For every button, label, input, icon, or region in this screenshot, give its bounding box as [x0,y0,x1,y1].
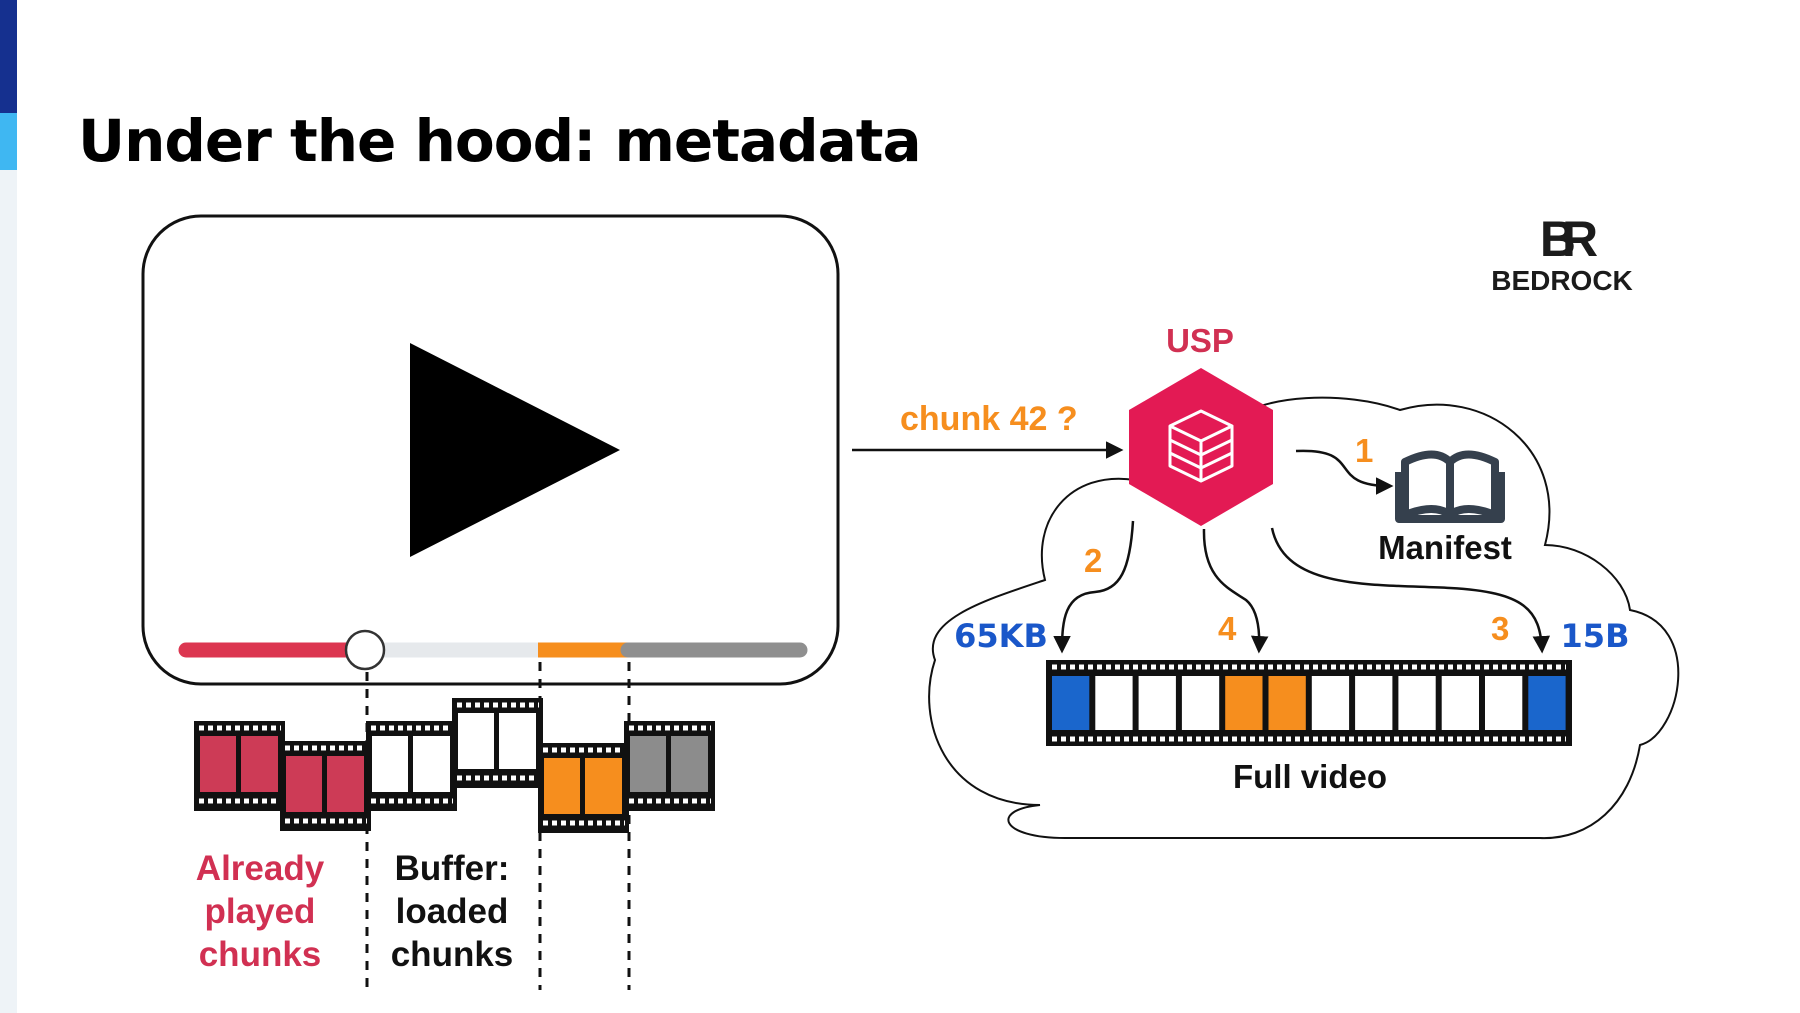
video-frame-empty [1485,676,1523,730]
video-frame-empty [1311,676,1350,730]
server-cloud [928,396,1680,840]
manifest-label: Manifest [1378,529,1512,566]
logo-name: BEDROCK [1491,265,1633,296]
already-played-label: Already played chunks [196,849,325,974]
already-played-line-2: played [205,892,316,931]
video-frame-empty [1355,676,1393,730]
video-frame-empty [1441,676,1479,730]
film-chunk-unloaded [624,721,715,811]
side-strip-dark-segment [0,0,17,113]
step-2-number: 2 [1084,542,1102,579]
arrow-step-1 [1295,449,1394,495]
film-chunk-requested [538,743,629,833]
size-right-label: 15B [1561,617,1630,655]
step-3-number: 3 [1491,610,1509,647]
video-frames [1052,676,1566,730]
step-4-number: 4 [1218,610,1237,647]
video-frame-empty [1398,676,1436,730]
arrow-step-2 [1053,520,1135,654]
video-frame-requested [1268,676,1306,730]
usp-arrows [1053,449,1551,654]
step-numbers: 1 2 3 4 [1084,432,1509,647]
video-frame-metadata [1052,676,1090,730]
full-video-label: Full video [1233,758,1387,795]
request-label: chunk 42 ? [900,400,1078,438]
film-chunk-buffer-2 [452,698,543,788]
layers-icon [1168,409,1234,483]
film-chunk-buffer-1 [366,721,457,811]
side-strip-light-segment [0,113,17,170]
manifest[interactable]: Manifest [1378,450,1512,567]
buffer-line-2: loaded [396,892,509,931]
video-frame-empty [1181,676,1220,730]
arrow-step-4 [1202,528,1269,654]
video-frame-requested [1225,676,1263,730]
progress-scrubber-handle[interactable] [344,629,386,671]
film-chunk-played-2 [280,741,371,831]
video-frame-empty [1138,676,1176,730]
video-frame-empty [1095,676,1133,730]
progress-bar[interactable] [178,629,808,671]
full-video-strip[interactable] [1046,660,1572,746]
arrow-step-3 [1270,527,1551,654]
video-player[interactable] [141,214,840,686]
buffer-label: Buffer: loaded chunks [391,849,514,974]
usp-server[interactable]: USP [1129,322,1273,526]
already-played-line-1: Already [196,849,325,888]
already-played-line-3: chunks [199,935,322,974]
book-icon [1395,450,1505,523]
slide-side-strip [0,0,17,1013]
play-icon[interactable] [410,343,620,557]
step-1-number: 1 [1355,432,1373,469]
slide-title: Under the hood: metadata [78,107,922,175]
usp-label: USP [1166,322,1234,359]
buffer-line-1: Buffer: [395,849,510,888]
buffer-line-3: chunks [391,935,514,974]
film-chunk-played-1 [194,721,285,811]
bedrock-logo: BR BEDROCK [1482,214,1642,298]
size-left-label: 65KB [954,617,1048,655]
logo-mark: BR [1539,211,1598,267]
film-chunks [194,698,715,833]
video-frame-metadata [1528,676,1566,730]
